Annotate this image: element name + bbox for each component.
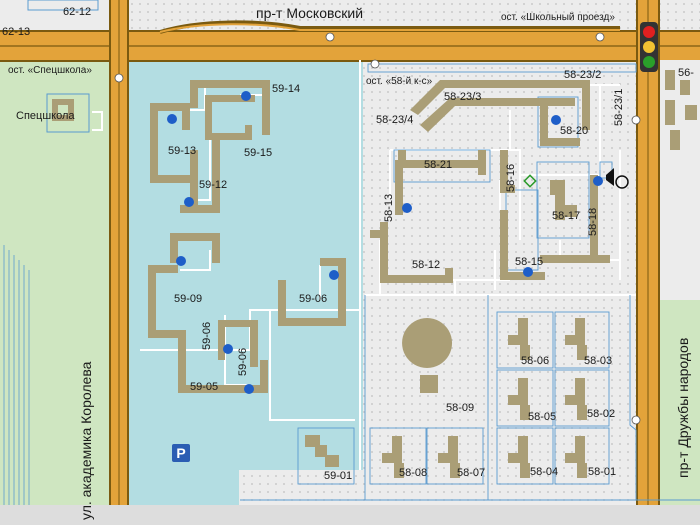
building-58-23-1[interactable]: 58-23/1 — [613, 88, 625, 126]
building-58-21[interactable]: 58-21 — [424, 159, 453, 171]
building-62-13[interactable]: 62-13 — [2, 26, 31, 38]
building-58-18[interactable]: 58-18 — [587, 207, 599, 236]
stop-label-shkolny[interactable]: ост. «Школьный проезд» — [501, 12, 615, 23]
building-58-03[interactable]: 58-03 — [584, 355, 613, 367]
buildings-59 — [148, 80, 346, 467]
street-label-moskovsky: пр-т Московский — [256, 5, 364, 21]
sport-ground-lines — [3, 245, 30, 525]
spetsshkola-outline — [46, 93, 90, 133]
building-58-23-2[interactable]: 58-23/2 — [564, 69, 602, 81]
block-62-12-outline — [27, 0, 99, 11]
entrance-dots — [167, 91, 603, 394]
building-58-08[interactable]: 58-08 — [399, 467, 428, 479]
footpaths-59 — [140, 60, 361, 470]
green-marker-icon — [523, 174, 537, 188]
building-59-06-left[interactable]: 59-06 — [201, 321, 213, 350]
traffic-light-icon — [640, 22, 658, 72]
spetsshkola-building[interactable] — [52, 99, 74, 121]
bottom-strip — [0, 505, 700, 525]
building-58-12[interactable]: 58-12 — [412, 259, 441, 271]
building-59-06-right[interactable]: 59-06 — [237, 347, 249, 376]
park-east — [660, 300, 700, 525]
building-59-05[interactable]: 59-05 — [190, 381, 219, 393]
building-59-09[interactable]: 59-09 — [174, 293, 203, 305]
building-58-04[interactable]: 58-04 — [530, 466, 559, 478]
street-label-korolev: ул. академика Королева — [78, 361, 94, 520]
building-58-17[interactable]: 58-17 — [552, 210, 581, 222]
building-59-13[interactable]: 59-13 — [168, 145, 197, 157]
building-58-01[interactable]: 58-01 — [588, 466, 617, 478]
block-outlines-58 — [297, 63, 637, 500]
building-58-15[interactable]: 58-15 — [515, 256, 544, 268]
building-58-02[interactable]: 58-02 — [587, 408, 616, 420]
poi-label-spetsshkola: Спецшкола — [16, 110, 75, 122]
buildings-58 — [370, 70, 697, 478]
building-58-16[interactable]: 58-16 — [505, 163, 517, 192]
building-59-15[interactable]: 59-15 — [244, 147, 273, 159]
building-59-06-east[interactable]: 59-06 — [299, 293, 328, 305]
stop-label-spetsshkola[interactable]: ост. «Спецшкола» — [8, 65, 92, 76]
building-58-05[interactable]: 58-05 — [528, 411, 557, 423]
building-58-07[interactable]: 58-07 — [457, 467, 486, 479]
building-58-09[interactable]: 58-09 — [446, 402, 475, 414]
building-58-23-4[interactable]: 58-23/4 — [376, 114, 414, 126]
footpath-school — [92, 111, 103, 131]
building-56-edge[interactable]: 56- — [678, 67, 694, 79]
building-59-01[interactable]: 59-01 — [324, 470, 353, 482]
parking-icon[interactable]: P — [172, 444, 190, 462]
stop-label-58[interactable]: ост. «58-й к-с» — [366, 76, 433, 87]
building-59-14[interactable]: 59-14 — [272, 83, 301, 95]
building-58-06[interactable]: 58-06 — [521, 355, 550, 367]
street-label-druzhby: пр-т Дружбы народов — [675, 337, 691, 478]
building-59-12[interactable]: 59-12 — [199, 179, 228, 191]
sound-icon — [606, 168, 629, 189]
stop-markers — [114, 32, 641, 425]
building-58-13[interactable]: 58-13 — [383, 193, 395, 222]
building-58-20[interactable]: 58-20 — [560, 125, 589, 137]
building-58-23-3[interactable]: 58-23/3 — [444, 91, 482, 103]
building-62-12[interactable]: 62-12 — [63, 6, 92, 18]
